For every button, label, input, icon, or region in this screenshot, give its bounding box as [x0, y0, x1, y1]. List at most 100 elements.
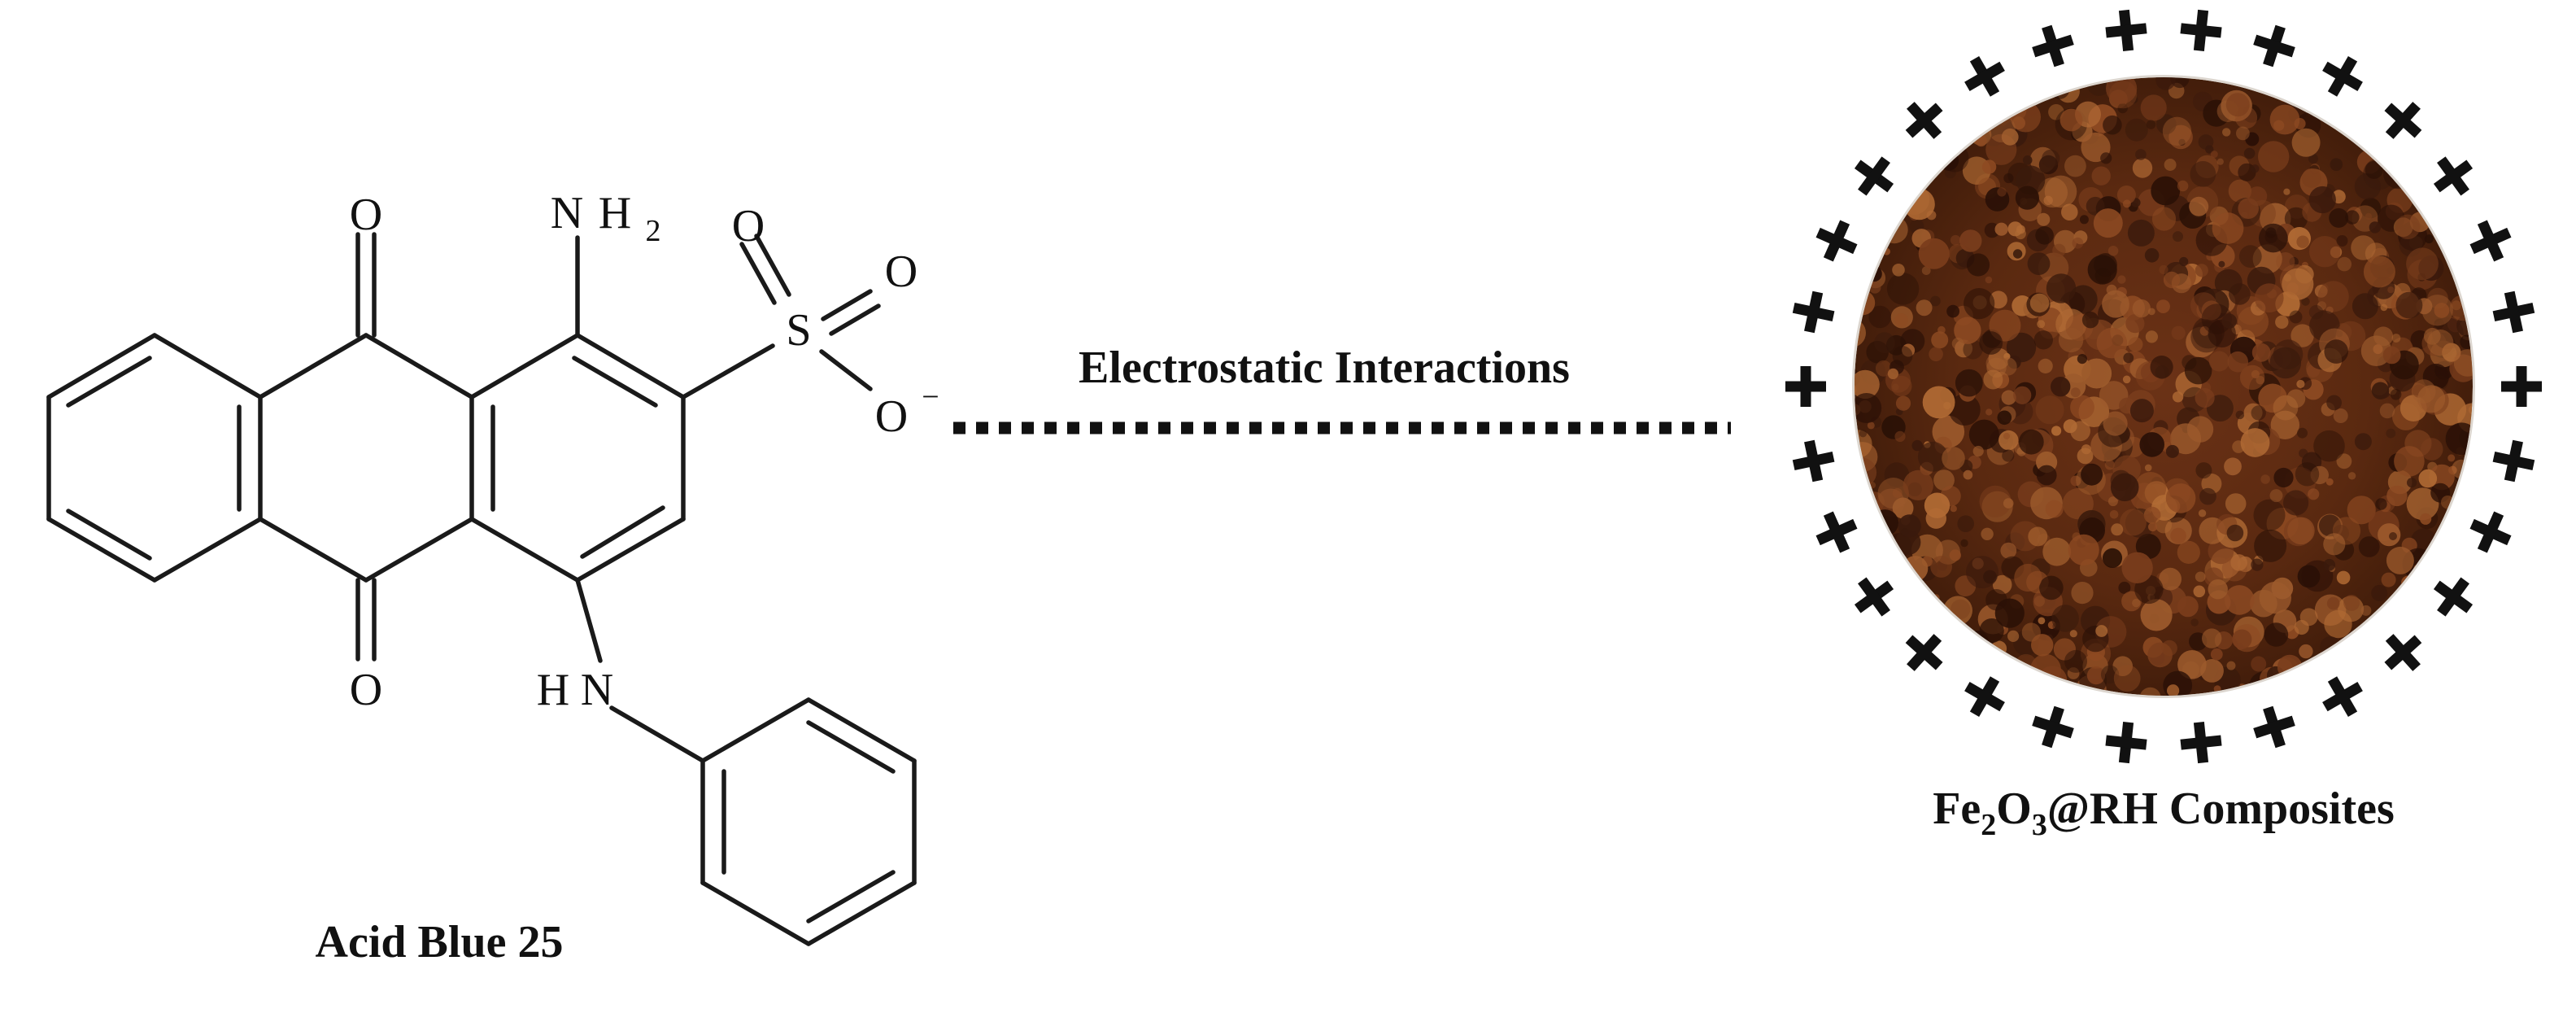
particle-grain — [1887, 368, 1898, 379]
particle-grain — [2193, 585, 2206, 598]
particle-grain — [2132, 598, 2141, 608]
particle-grain — [2139, 432, 2164, 457]
particle-grain — [2386, 546, 2414, 574]
particle-grain — [2100, 665, 2120, 684]
particle-grain — [2205, 145, 2214, 154]
particle-grain — [2297, 427, 2308, 439]
particle-grain — [2337, 256, 2352, 272]
particle-grain — [2195, 264, 2208, 277]
central-quinone-ring — [258, 333, 474, 583]
particle-grain — [2343, 594, 2360, 611]
particle-grain — [1844, 349, 1854, 359]
positive-charge-icon — [1964, 55, 2005, 97]
particle-grain — [2422, 364, 2449, 391]
particle-grain — [2001, 128, 2019, 146]
particle-grain — [2347, 472, 2356, 480]
particle-grain — [2148, 522, 2158, 532]
particle-grain — [2326, 596, 2340, 610]
particle-grain — [2122, 199, 2131, 208]
positive-charge-icon — [1854, 156, 1894, 196]
particle-grain — [2015, 186, 2039, 210]
particle-grain — [2269, 489, 2283, 503]
particle-grain — [2371, 382, 2390, 400]
particle-grain — [2453, 349, 2473, 377]
positive-charge-icon — [2492, 290, 2535, 334]
particle-grain — [2282, 268, 2314, 300]
composite-caption: Fe2O3@RH Composites — [1933, 784, 2395, 842]
positive-charge-icon — [2492, 439, 2535, 482]
particle-grain — [2301, 168, 2321, 188]
particle-grain — [2330, 158, 2343, 171]
particle-grain — [1949, 549, 1961, 561]
particle-grain — [2007, 630, 2020, 643]
particle-grain — [2287, 517, 2315, 545]
positive-charge-icon — [2433, 156, 2474, 196]
particle-grain — [1855, 318, 1867, 348]
particle-grain — [1855, 393, 1882, 423]
particle-grain — [2013, 386, 2032, 404]
particle-grain — [2230, 554, 2247, 571]
particle-grain — [2381, 572, 2396, 587]
particle-grain — [2018, 429, 2044, 455]
particle-grain — [2424, 234, 2434, 244]
particle-grain — [2103, 115, 2122, 135]
positive-charge-icon — [1964, 676, 2005, 718]
particle-grain — [2389, 532, 2397, 540]
particle-grain — [2395, 291, 2423, 319]
particle-grain — [2238, 245, 2262, 269]
particle-grain — [1948, 394, 1981, 426]
particle-grain — [2386, 485, 2408, 507]
particle-grain — [2156, 299, 2170, 313]
particle-grain — [2378, 523, 2401, 547]
particle-grain — [2016, 225, 2025, 234]
particle-grain — [2178, 138, 2186, 146]
particle-grain — [2003, 352, 2011, 360]
particle-grain — [2395, 214, 2421, 239]
particle-grain — [2037, 212, 2051, 226]
particle-grain — [2210, 648, 2223, 661]
particle-grain — [2038, 617, 2046, 625]
particle-grain — [2445, 422, 2473, 456]
particle-grain — [2172, 391, 2184, 403]
particle-grain — [2232, 629, 2252, 649]
particle-grain — [2171, 325, 2186, 340]
particle-grain — [2200, 659, 2224, 683]
particle-grain — [2064, 155, 2086, 177]
particle-grain — [1968, 419, 1999, 450]
particle-grain — [2132, 299, 2151, 318]
molecule-name-caption: Acid Blue 25 — [316, 917, 564, 967]
particle-grain — [2276, 252, 2295, 272]
particle-grain — [2003, 498, 2014, 509]
particle-grain — [2434, 303, 2450, 318]
particle-grain — [1868, 282, 1881, 294]
particle-grain — [2208, 579, 2228, 600]
particle-grain — [2213, 685, 2221, 692]
particle-grain — [2406, 487, 2439, 521]
amino-nitrogen-label: N — [551, 188, 583, 238]
formula-fe: Fe — [1933, 784, 1981, 834]
particle-grain — [2317, 281, 2349, 312]
particle-grain — [1892, 264, 1905, 277]
formula-sub-2: 2 — [1981, 808, 1996, 842]
particle-grain — [2251, 656, 2267, 672]
particle-grain — [1917, 441, 1948, 472]
carbonyl-top — [355, 232, 377, 338]
particle-grain — [1954, 317, 1981, 344]
fe2o3-rh-composite-particle: Fe2O3@RH Composites — [1785, 9, 2542, 842]
sulfonyl-oxygen-left-label: O — [732, 201, 765, 251]
particle-grain — [2043, 195, 2053, 205]
particle-grain — [2198, 509, 2207, 517]
particle-grain — [1898, 514, 1921, 538]
particle-grain — [2226, 661, 2236, 670]
particle-grain — [2199, 325, 2210, 336]
particle-grain — [2417, 385, 2446, 413]
particle-grain — [2195, 462, 2212, 479]
particle-grain — [2155, 517, 2173, 534]
positive-charge-icon — [2433, 577, 2474, 617]
particle-grain — [1859, 430, 1868, 438]
formula-rest: @RH Composites — [2047, 784, 2395, 834]
positive-charge-icon — [2105, 722, 2147, 764]
particle-grain — [2102, 290, 2129, 318]
particle-grain — [2170, 77, 2190, 89]
